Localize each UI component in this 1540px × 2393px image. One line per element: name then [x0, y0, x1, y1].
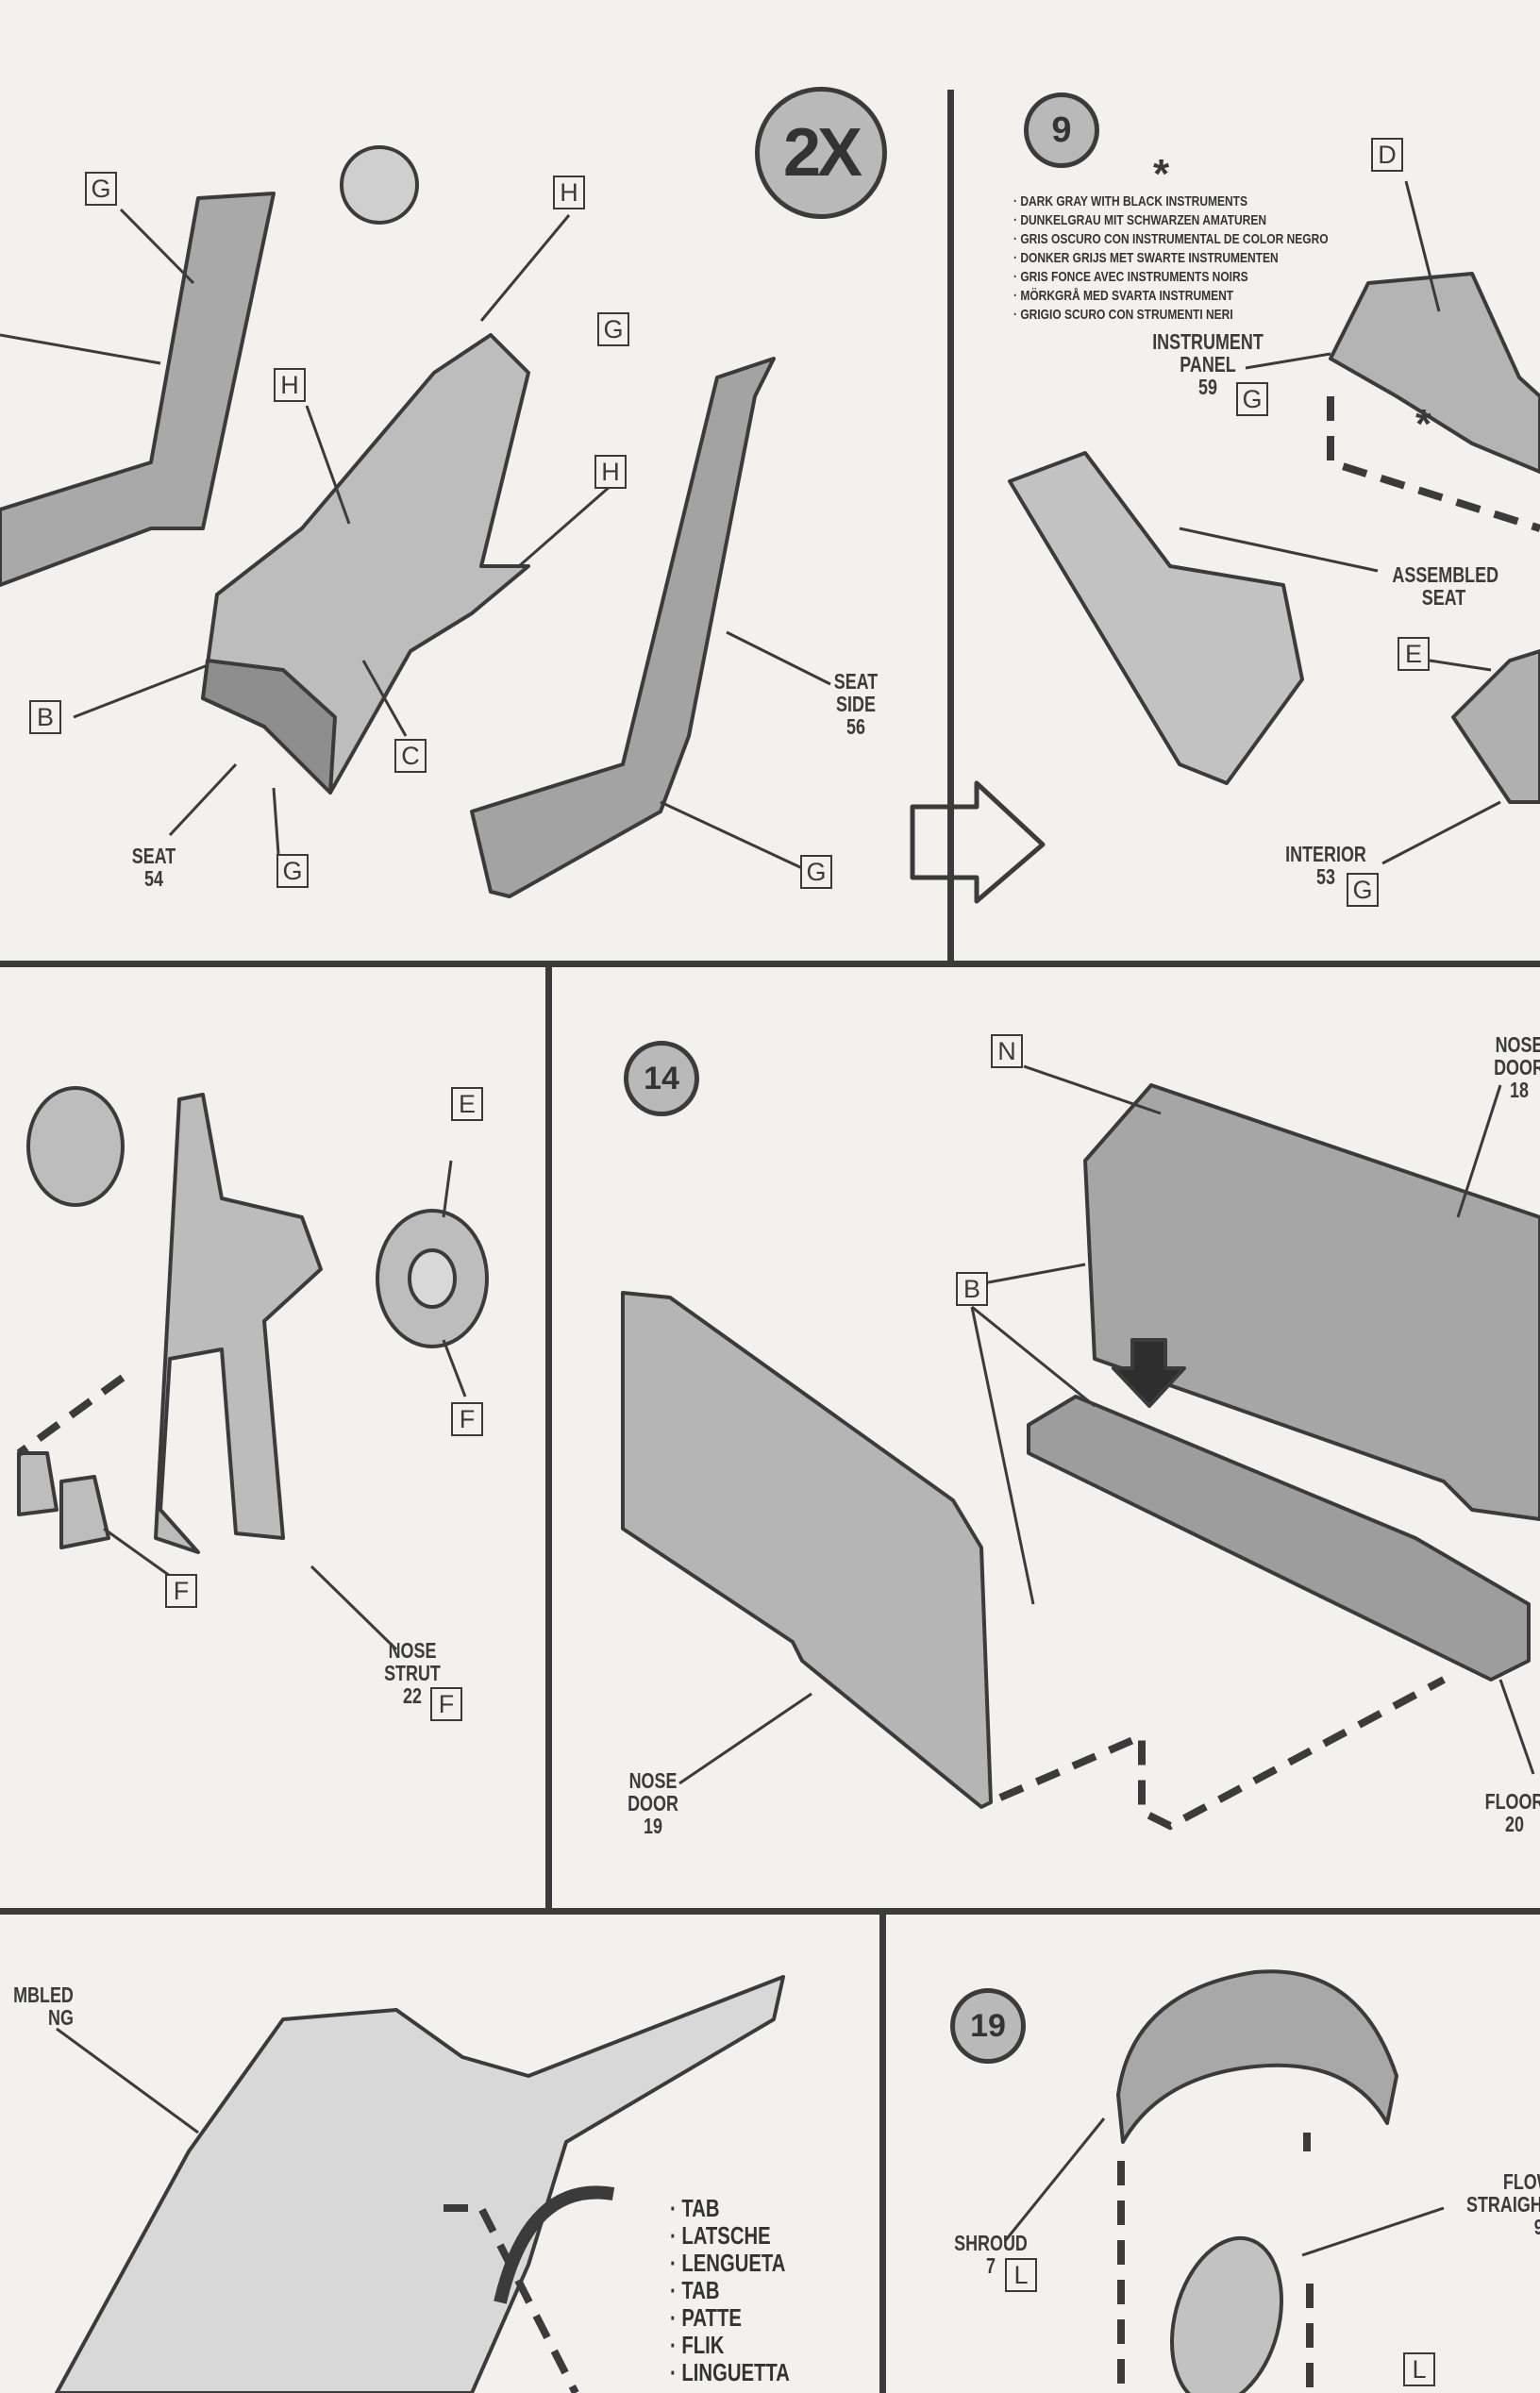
- sprue-label: G: [85, 172, 117, 206]
- paint-note: · DONKER GRIJS MET SWARTE INSTRUMENTEN: [1013, 250, 1279, 266]
- step-number: 14: [624, 1041, 699, 1116]
- down-arrow-icon: [1112, 1338, 1186, 1408]
- shroud-7: [1116, 1969, 1398, 2144]
- asterisk-icon: *: [1415, 401, 1432, 447]
- asterisk-icon: *: [1153, 151, 1170, 197]
- assembled-seat: [1008, 451, 1304, 785]
- sprue-label: G: [1236, 382, 1268, 416]
- step-number: 9: [1024, 92, 1099, 168]
- curved-arrow-icon: [494, 2185, 615, 2304]
- seat-side-partial: [0, 192, 276, 587]
- step-number: 19: [950, 1988, 1026, 2064]
- sprue-label: D: [1371, 138, 1403, 172]
- nose-cone-f1: [17, 1451, 59, 1516]
- paint-note: · GRIS FONCE AVEC INSTRUMENTS NOIRS: [1013, 269, 1248, 285]
- sprue-label: H: [553, 176, 585, 209]
- multiplier-badge: 2X: [755, 87, 887, 219]
- next-step-arrow: [910, 780, 1046, 904]
- tab-term: · LINGUETTA: [670, 2358, 790, 2386]
- part-name: SEAT: [131, 844, 176, 868]
- sprue-label: L: [1005, 2258, 1037, 2292]
- sprue-label: G: [276, 854, 309, 888]
- sprue-label: F: [451, 1402, 483, 1436]
- sprue-label: E: [1398, 637, 1430, 671]
- divider-horizontal-2: [0, 1908, 1540, 1915]
- sprue-label: G: [800, 855, 832, 889]
- paint-note: · DARK GRAY WITH BLACK INSTRUMENTS: [1013, 193, 1248, 209]
- tab-term: · TAB: [670, 2194, 720, 2222]
- nose-door-19: [621, 1291, 993, 1809]
- paint-note: · MÖRKGRÅ MED SVARTA INSTRUMENT: [1013, 288, 1234, 304]
- instrument-panel: [1329, 272, 1540, 474]
- flow-straightener-97: [1169, 2235, 1284, 2393]
- paint-note: · GRIGIO SCURO CON STRUMENTI NERI: [1013, 307, 1233, 323]
- sprue-label: B: [956, 1272, 988, 1306]
- sprue-label: G: [597, 312, 629, 346]
- sprue-label: E: [451, 1087, 483, 1121]
- seat-side-56: [470, 357, 776, 898]
- divider-horizontal-1: [0, 961, 1540, 967]
- sprue-label: L: [1403, 2352, 1435, 2386]
- divider-vertical-bottom: [879, 1915, 886, 2393]
- part-name: SIDE: [836, 692, 876, 716]
- tab-term: · PATTE: [670, 2303, 742, 2332]
- sprue-label: C: [394, 739, 427, 773]
- seat-54: [201, 333, 530, 795]
- sprue-label: B: [29, 700, 61, 734]
- nose-strut-22: [154, 1093, 323, 1554]
- part-number: 56: [846, 714, 865, 739]
- part-number: 54: [144, 866, 163, 891]
- tab-term: · FLIK: [670, 2331, 725, 2359]
- sprue-label: H: [274, 368, 306, 402]
- tab-term: · LATSCHE: [670, 2221, 771, 2250]
- flow-straightener-label: FLOWSTRAIGHT97: [1466, 2169, 1540, 2238]
- paint-notes: · DARK GRAY WITH BLACK INSTRUMENTS · DUN…: [1013, 192, 1329, 325]
- sprue-label: G: [1347, 873, 1379, 907]
- part-name: SEAT: [833, 669, 879, 694]
- sprue-label: N: [991, 1034, 1023, 1068]
- floor-20: [1027, 1395, 1531, 1682]
- paint-note: · GRIS OSCURO CON INSTRUMENTAL DE COLOR …: [1013, 231, 1329, 247]
- divider-vertical-middle: [545, 967, 552, 1911]
- sprue-label: F: [165, 1574, 197, 1608]
- tab-terms: · TAB · LATSCHE · LENGUETA · TAB · PATTE…: [670, 2195, 790, 2386]
- tab-term: · LENGUETA: [670, 2249, 786, 2277]
- swap-arrows-icon: [340, 145, 419, 225]
- tab-term: · TAB: [670, 2276, 720, 2304]
- wheel-left: [26, 1086, 125, 1207]
- paint-note: · DUNKELGRAU MIT SCHWARZEN AMATUREN: [1013, 212, 1266, 228]
- divider-vertical-top: [947, 90, 954, 962]
- sprue-label: H: [594, 455, 627, 489]
- sprue-label: F: [430, 1687, 462, 1721]
- nose-cone-f2: [59, 1475, 110, 1549]
